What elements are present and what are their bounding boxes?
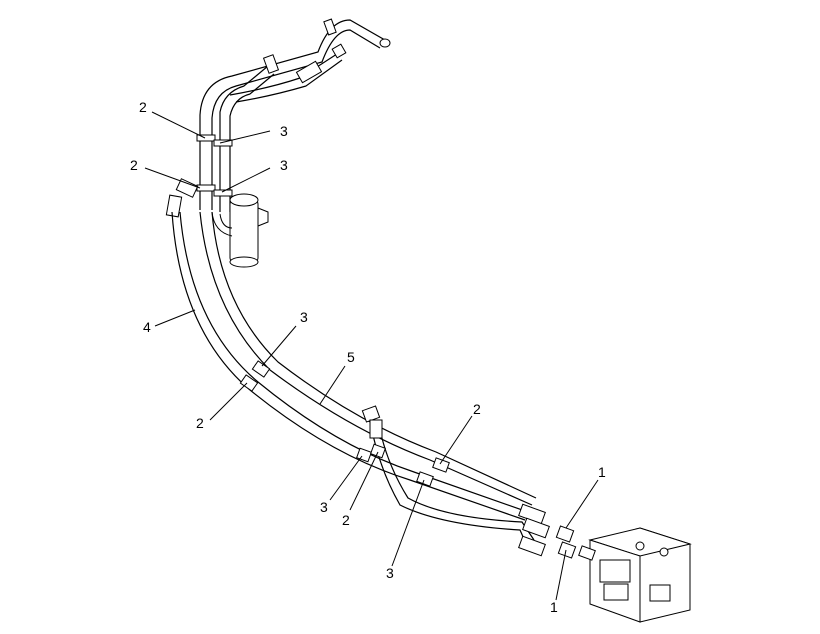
callout-3-bottom: 3 [386,565,394,581]
upper-tube-assembly [165,18,391,268]
callout-3-top: 3 [280,123,288,139]
callout-2-upper: 2 [130,157,138,173]
callout-2-lower: 2 [342,512,350,528]
callout-2-middle: 2 [196,415,204,431]
long-hose-bundle [171,211,550,557]
callout-2-right: 2 [473,401,481,417]
callout-leaders [144,111,599,601]
callout-5: 5 [347,349,355,365]
callout-4: 4 [143,319,151,335]
callout-1-bottom: 1 [550,599,558,615]
callout-3-middle: 3 [300,309,308,325]
callout-3-lower-left: 3 [320,499,328,515]
callout-2-top: 2 [139,99,147,115]
callout-labels: 2 3 2 3 4 3 5 2 2 1 3 2 3 1 [130,99,606,615]
valve-block [555,525,692,623]
callout-1-top: 1 [598,464,606,480]
callout-3-upper: 3 [280,157,288,173]
